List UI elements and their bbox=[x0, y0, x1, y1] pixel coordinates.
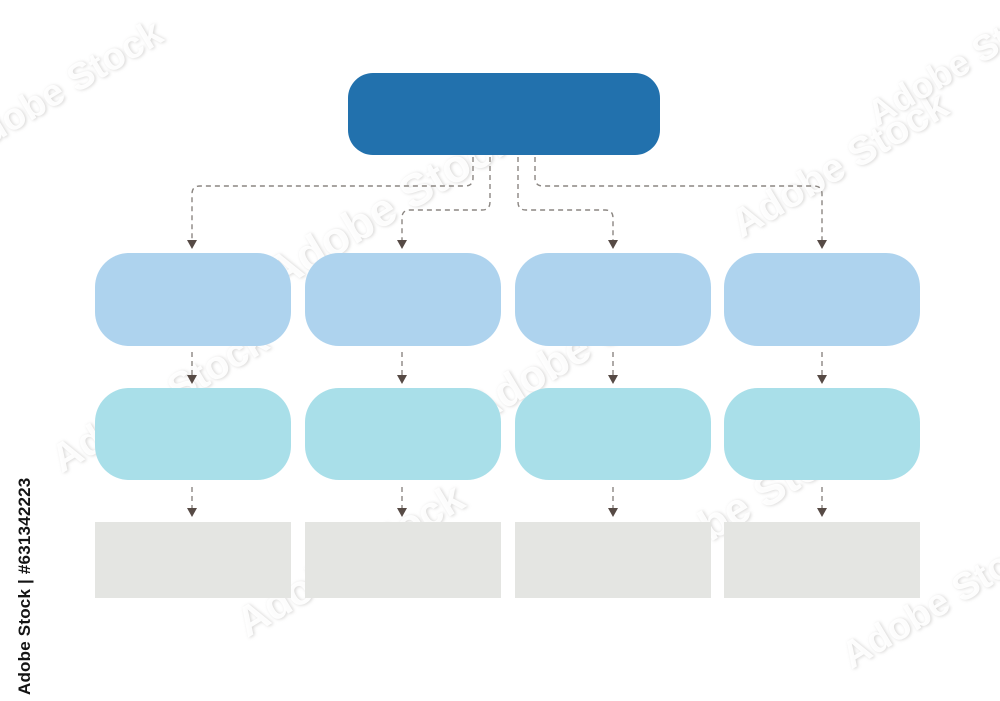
level3-node-3 bbox=[515, 388, 711, 480]
arrowhead-icon bbox=[608, 375, 618, 384]
arrowhead-icon bbox=[817, 508, 827, 517]
level4-node-1 bbox=[95, 522, 291, 598]
arrowhead-icon bbox=[397, 240, 407, 249]
arrowhead-icon bbox=[608, 508, 618, 517]
arrowhead-icon bbox=[608, 240, 618, 249]
level3-node-2 bbox=[305, 388, 501, 480]
level3-node-1 bbox=[95, 388, 291, 480]
arrowhead-icon bbox=[187, 375, 197, 384]
stock-credit-label: Adobe Stock | #631342223 bbox=[15, 477, 34, 695]
level3-node-4 bbox=[724, 388, 920, 480]
arrowhead-icon bbox=[397, 375, 407, 384]
level2-node-2 bbox=[305, 253, 501, 346]
level2-node-3 bbox=[515, 253, 711, 346]
arrowhead-icon bbox=[817, 375, 827, 384]
level4-node-3 bbox=[515, 522, 711, 598]
root-node bbox=[348, 73, 660, 155]
connector-root-to-node2 bbox=[401, 157, 491, 240]
level2-node-4 bbox=[724, 253, 920, 346]
level4-node-2 bbox=[305, 522, 501, 598]
connector-root-to-node3 bbox=[517, 157, 614, 240]
arrowhead-icon bbox=[817, 240, 827, 249]
arrowhead-icon bbox=[187, 240, 197, 249]
arrowhead-icon bbox=[187, 508, 197, 517]
level2-node-1 bbox=[95, 253, 291, 346]
connector-root-to-node1 bbox=[191, 157, 474, 240]
arrowhead-icon bbox=[397, 508, 407, 517]
level4-node-4 bbox=[724, 522, 920, 598]
connector-root-to-node4 bbox=[534, 157, 823, 240]
